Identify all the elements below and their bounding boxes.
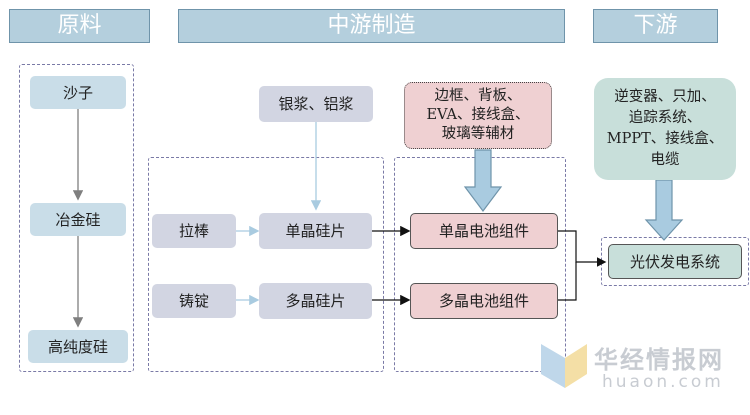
aux-line-3: 玻璃等辅材	[441, 126, 515, 142]
block-arrow-aux-to-module	[463, 149, 503, 212]
header-midstream: 中游制造	[178, 9, 565, 43]
box-pv-system: 光伏发电系统	[608, 244, 742, 279]
equipment-line-2: 追踪系统、	[628, 110, 702, 126]
aux-line-1: 边框、背板、	[434, 88, 522, 104]
equipment-line-4: 电缆	[650, 152, 680, 168]
watermark-domain: huaon.com	[602, 372, 724, 392]
arrow-mono-module-to-pv	[558, 230, 607, 267]
box-sand: 沙子	[30, 76, 126, 109]
huajing-logo-icon	[541, 344, 587, 388]
watermark-name: 华经情报网	[594, 346, 724, 374]
box-mono-module: 单晶电池组件	[410, 213, 558, 249]
box-paste: 银浆、铝浆	[259, 86, 373, 122]
box-high-purity-silicon: 高纯度硅	[28, 330, 128, 363]
arrow-multi-module-to-pv	[558, 262, 577, 301]
box-pull-rod: 拉棒	[152, 214, 236, 248]
box-metallurgical-silicon: 冶金硅	[30, 203, 126, 236]
group-raw-materials	[19, 64, 134, 372]
box-multi-wafer: 多晶硅片	[259, 283, 372, 319]
aux-line-2: EVA、接线盒、	[426, 107, 530, 123]
equipment-line-3: MPPT、接线盒、	[606, 131, 724, 147]
group-silicon-wafers	[148, 157, 384, 372]
header-downstream: 下游	[593, 9, 718, 43]
box-multi-module: 多晶电池组件	[410, 283, 558, 319]
block-arrow-equipment-to-pv	[644, 179, 684, 241]
box-mono-wafer: 单晶硅片	[259, 213, 372, 249]
box-auxiliary-materials: 边框、背板、 EVA、接线盒、 玻璃等辅材	[404, 82, 552, 149]
box-downstream-equipment: 逆变器、只加、 追踪系统、 MPPT、接线盒、 电缆	[594, 78, 736, 180]
equipment-line-1: 逆变器、只加、	[614, 89, 716, 105]
box-ingot: 铸锭	[152, 284, 236, 318]
header-upstream: 原料	[9, 9, 150, 43]
